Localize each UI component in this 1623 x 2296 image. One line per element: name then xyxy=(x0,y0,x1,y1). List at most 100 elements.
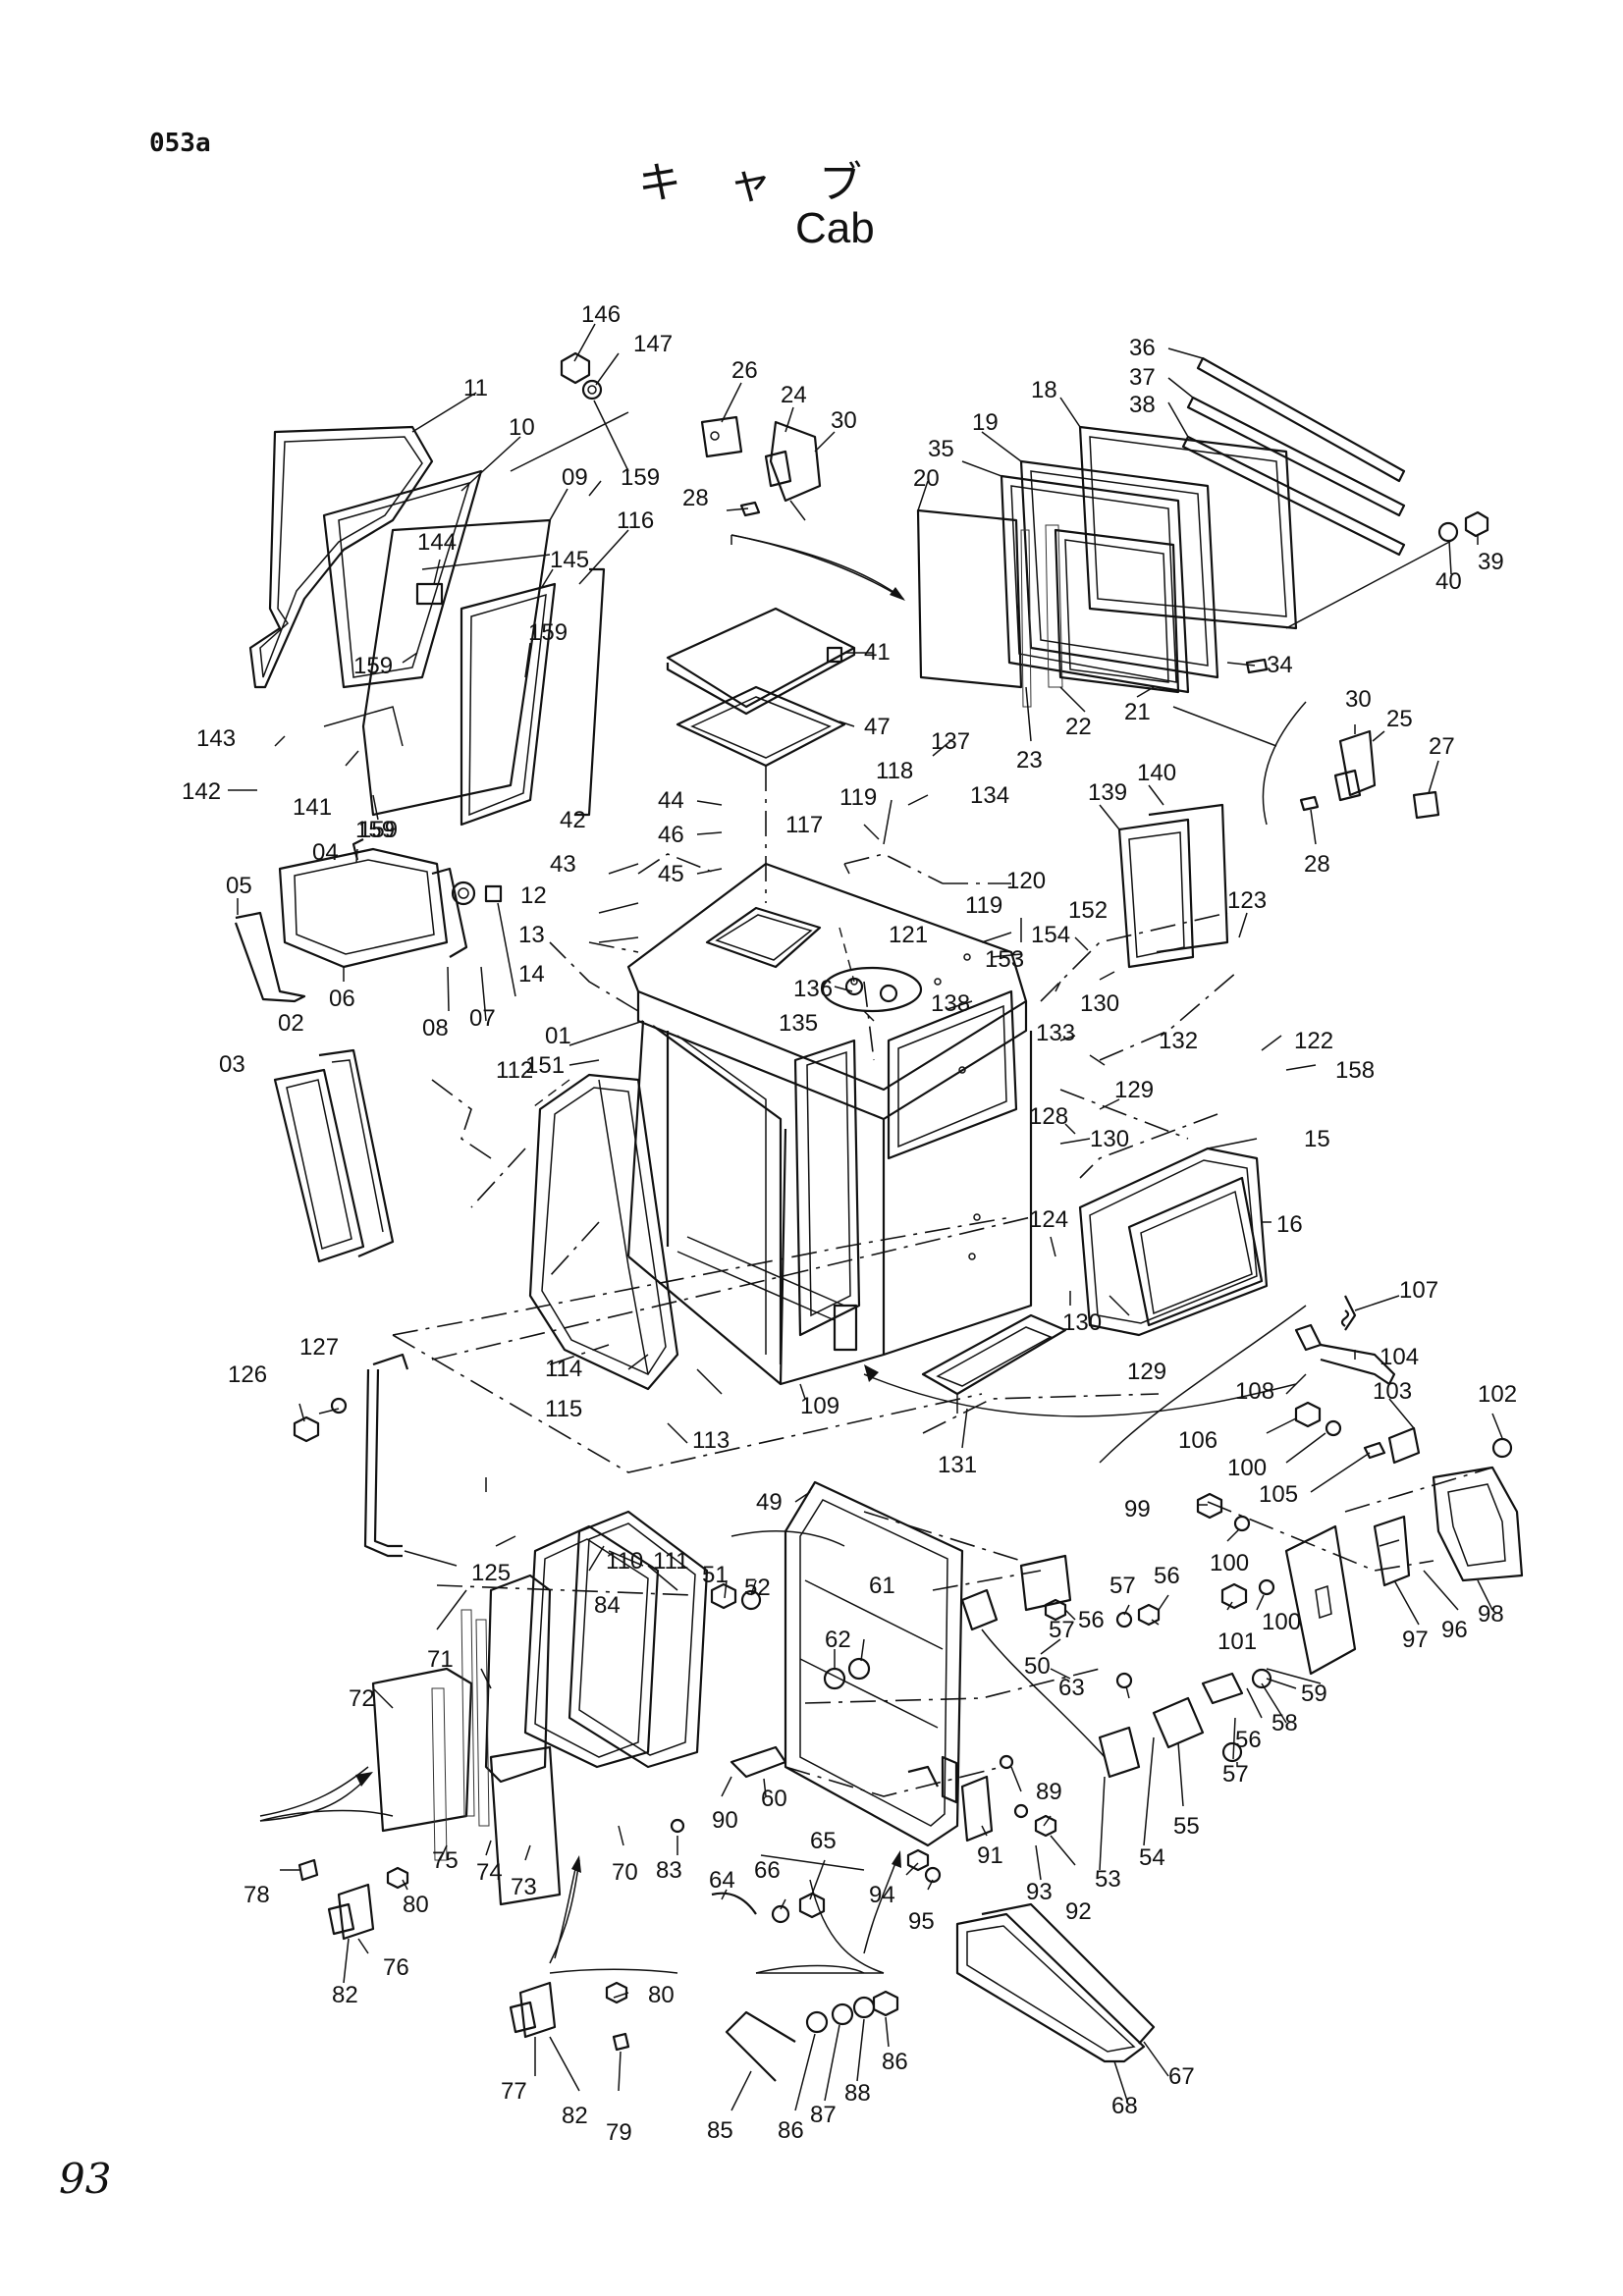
callout-100-b: 100 xyxy=(1210,1550,1249,1576)
callout-53: 53 xyxy=(1095,1866,1121,1893)
callout-78: 78 xyxy=(243,1882,270,1908)
callout-158: 158 xyxy=(1335,1057,1375,1084)
callout-95: 95 xyxy=(908,1908,935,1935)
callout-51: 51 xyxy=(702,1562,729,1588)
callout-80-a: 80 xyxy=(403,1892,429,1918)
callout-62: 62 xyxy=(825,1627,851,1653)
callout-159-c: 159 xyxy=(353,653,393,679)
callout-154: 154 xyxy=(1031,922,1070,948)
callout-128: 128 xyxy=(1029,1103,1068,1130)
door-hardware xyxy=(710,1554,1272,1884)
callout-86-b: 86 xyxy=(882,2049,908,2075)
callout-111: 111 xyxy=(653,1548,688,1575)
door-panel xyxy=(784,1480,964,1847)
callout-08: 08 xyxy=(422,1015,449,1041)
callout-93: 93 xyxy=(1026,1879,1053,1905)
callout-20: 20 xyxy=(913,465,940,492)
callout-105: 105 xyxy=(1259,1481,1298,1508)
callout-124: 124 xyxy=(1029,1206,1068,1233)
callout-52: 52 xyxy=(744,1575,771,1601)
callout-131: 131 xyxy=(938,1452,977,1478)
callout-73: 73 xyxy=(511,1874,537,1900)
title-japanese: キャブ xyxy=(638,158,909,208)
callout-77: 77 xyxy=(501,2078,527,2105)
callout-23: 23 xyxy=(1016,747,1043,774)
callout-39: 39 xyxy=(1478,549,1504,575)
callout-59: 59 xyxy=(1301,1681,1327,1707)
callout-159-b: 159 xyxy=(528,619,568,646)
callout-47: 47 xyxy=(864,714,891,740)
callout-34: 34 xyxy=(1267,652,1293,678)
callout-92: 92 xyxy=(1065,1898,1092,1925)
callout-152: 152 xyxy=(1068,897,1108,924)
lower-right-window xyxy=(955,1902,1156,2063)
callout-144: 144 xyxy=(417,529,457,556)
callout-72: 72 xyxy=(349,1685,375,1712)
callout-74: 74 xyxy=(476,1859,503,1886)
callout-61: 61 xyxy=(869,1573,895,1599)
leader-lines xyxy=(228,323,1503,2111)
callout-98: 98 xyxy=(1478,1601,1504,1628)
callout-142: 142 xyxy=(182,778,221,805)
top-handle-assembly xyxy=(700,415,904,600)
callout-28-a: 28 xyxy=(682,485,709,511)
rear-window-assembly xyxy=(916,356,1489,708)
callout-06: 06 xyxy=(329,986,355,1012)
callout-99: 99 xyxy=(1124,1496,1151,1522)
callout-19: 19 xyxy=(972,409,999,436)
callout-133: 133 xyxy=(1036,1020,1075,1046)
callout-116: 116 xyxy=(617,507,654,534)
callout-57-c: 57 xyxy=(1222,1761,1249,1788)
callout-58: 58 xyxy=(1271,1710,1298,1736)
callout-42: 42 xyxy=(560,807,586,833)
callout-151: 151 xyxy=(525,1052,565,1079)
callout-121: 121 xyxy=(889,922,928,948)
callout-26: 26 xyxy=(731,357,758,384)
callout-107: 107 xyxy=(1399,1277,1438,1304)
callout-45: 45 xyxy=(658,861,684,887)
callout-112: 112 xyxy=(496,1057,533,1084)
callout-146: 146 xyxy=(581,301,621,328)
callout-04: 04 xyxy=(312,839,339,866)
callout-56-c: 56 xyxy=(1235,1727,1262,1753)
callout-79: 79 xyxy=(606,2119,632,2146)
callout-122: 122 xyxy=(1294,1028,1333,1054)
callout-57-b: 57 xyxy=(1109,1573,1136,1599)
inner-handle-assembly xyxy=(259,1766,630,2052)
callout-159-d: 159 xyxy=(358,817,398,843)
right-lock-parts xyxy=(1294,1295,1513,1465)
callout-108: 108 xyxy=(1235,1378,1274,1405)
callout-123: 123 xyxy=(1227,887,1267,914)
callout-101: 101 xyxy=(1217,1629,1257,1655)
callout-46: 46 xyxy=(658,822,684,848)
right-handle-assembly xyxy=(1172,701,1440,826)
callout-49: 49 xyxy=(756,1489,783,1516)
callout-10: 10 xyxy=(509,414,535,441)
callout-14: 14 xyxy=(518,961,545,988)
callout-120: 120 xyxy=(1006,868,1046,894)
callout-96: 96 xyxy=(1441,1617,1468,1643)
callout-134: 134 xyxy=(970,782,1009,809)
callout-130-a: 130 xyxy=(1080,990,1119,1017)
callout-147: 147 xyxy=(633,331,673,357)
callout-141: 141 xyxy=(293,794,332,821)
callout-01: 01 xyxy=(545,1023,571,1049)
page-code: 053a xyxy=(149,129,211,158)
callout-114: 114 xyxy=(545,1356,582,1382)
callout-21: 21 xyxy=(1124,699,1151,725)
callout-75: 75 xyxy=(432,1847,459,1874)
callout-65: 65 xyxy=(810,1828,837,1854)
callout-145: 145 xyxy=(550,547,589,573)
lower-left-window xyxy=(273,1048,395,1263)
front-glass-assembly xyxy=(248,425,606,827)
callout-119-a: 119 xyxy=(839,784,877,811)
callout-68: 68 xyxy=(1111,2093,1138,2119)
callout-63: 63 xyxy=(1058,1675,1085,1701)
callout-50: 50 xyxy=(1024,1653,1051,1680)
page-number: 93 xyxy=(59,2155,112,2203)
callout-125: 125 xyxy=(471,1560,511,1586)
callout-55: 55 xyxy=(1173,1813,1200,1840)
callout-12: 12 xyxy=(520,882,547,909)
callout-83: 83 xyxy=(656,1857,682,1884)
